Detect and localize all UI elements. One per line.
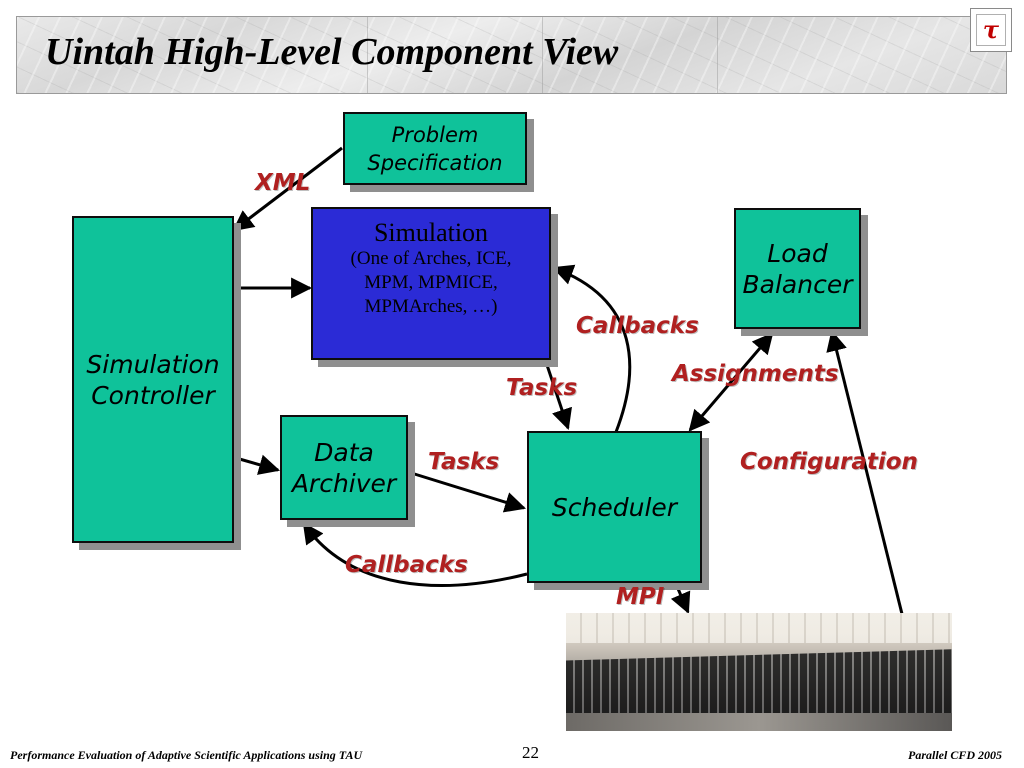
arrow-scheduler-mpi xyxy=(670,583,691,614)
data-archiver-line-2: Archiver xyxy=(291,468,397,498)
banner-tile-seam xyxy=(717,17,718,93)
arrow-controller-to-archiver xyxy=(235,454,281,475)
controller-line-1: Simulation xyxy=(86,349,220,379)
simulation-node: Simulation (One of Arches, ICE, MPM, MPM… xyxy=(311,207,551,360)
scheduler-node: Scheduler xyxy=(527,431,702,583)
simulation-sub-line-2: MPM, MPMICE, xyxy=(364,272,498,293)
problem-specification-node: Problem Specification xyxy=(343,112,527,185)
load-balancer-line-2: Balancer xyxy=(742,269,853,299)
edge-label-assignments: Assignments xyxy=(672,361,839,387)
edge-label-xml: XML xyxy=(255,170,311,196)
photo-floor xyxy=(566,713,952,731)
load-balancer-node: Load Balancer xyxy=(734,208,861,329)
footer-conference: Parallel CFD 2005 xyxy=(907,748,1002,762)
slide-title: Uintah High-Level Component View xyxy=(45,31,619,73)
controller-line-2: Controller xyxy=(91,380,215,410)
banner-tile-seam xyxy=(367,17,368,93)
supercomputer-racks-photo xyxy=(566,613,952,731)
tau-logo-frame: τ xyxy=(976,14,1006,46)
tau-logo-glyph: τ xyxy=(982,15,1000,44)
edge-label-configuration: Configuration xyxy=(740,449,918,475)
tau-logo: τ xyxy=(970,8,1012,52)
title-banner xyxy=(16,16,1007,94)
data-archiver-line-1: Data xyxy=(314,437,374,467)
banner-tile-seam xyxy=(542,17,543,93)
arrow-scheduler-callbacks-to-simulation xyxy=(552,264,632,433)
simulation-controller-node: Simulation Controller xyxy=(72,216,234,543)
simulation-sub-line-3: MPMArches, …) xyxy=(364,296,498,317)
scheduler-label: Scheduler xyxy=(551,492,678,522)
load-balancer-line-1: Load xyxy=(767,238,828,268)
simulation-title: Simulation xyxy=(373,218,489,247)
simulation-sub-line-1: (One of Arches, ICE, xyxy=(350,248,512,269)
footer-page-number: 22 xyxy=(522,743,539,762)
arrow-archiver-to-scheduler xyxy=(407,470,527,513)
edge-label-tasks-archiver: Tasks xyxy=(428,449,500,475)
data-archiver-node: Data Archiver xyxy=(280,415,408,520)
edge-label-callbacks-simulation: Callbacks xyxy=(576,313,699,339)
photo-ceiling xyxy=(566,613,952,643)
edge-label-tasks-simulation: Tasks xyxy=(506,375,578,401)
problem-spec-line-2: Specification xyxy=(367,150,503,175)
edge-label-callbacks-archiver: Callbacks xyxy=(345,552,468,578)
footer-presentation-title: Performance Evaluation of Adaptive Scien… xyxy=(10,748,363,762)
problem-spec-line-1: Problem xyxy=(391,122,479,147)
edge-label-mpi: MPI xyxy=(616,584,665,610)
